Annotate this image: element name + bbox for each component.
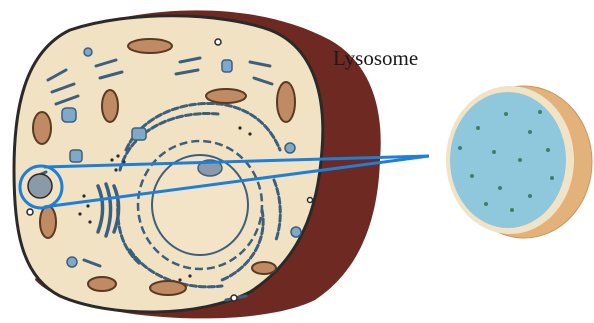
lysosome-label: Lysosome	[333, 48, 418, 69]
lysosome-in-cell	[28, 174, 52, 198]
magnified-lysosome	[446, 86, 592, 238]
